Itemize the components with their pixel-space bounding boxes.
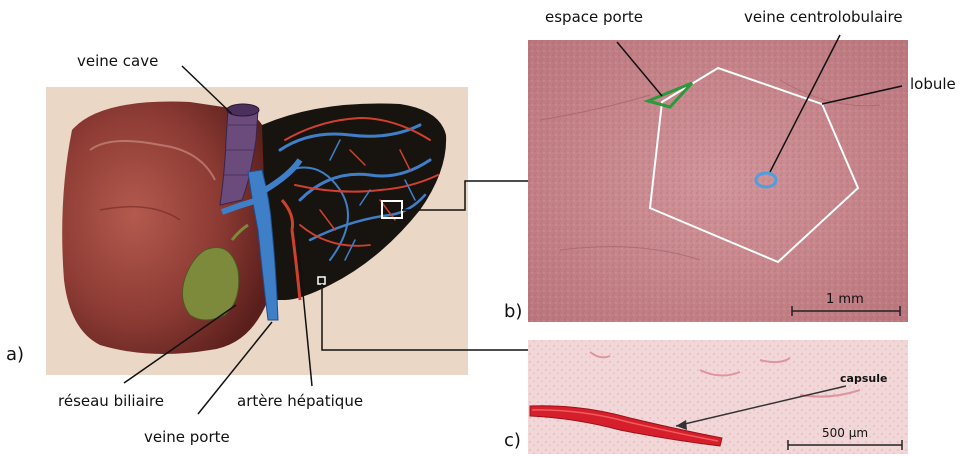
- panel-label-c: c): [504, 430, 521, 451]
- scale-bar-b-label: 1 mm: [826, 292, 864, 307]
- label-artere-hepatique: artère hépatique: [237, 392, 363, 410]
- label-reseau-biliaire: réseau biliaire: [58, 392, 164, 410]
- scale-bar-c-label: 500 µm: [822, 426, 868, 440]
- panel-label-a: a): [6, 344, 24, 365]
- panel-label-b: b): [504, 301, 522, 322]
- label-lobule: lobule: [910, 75, 956, 93]
- label-veine-cave: veine cave: [77, 52, 158, 70]
- liver-panel: [46, 87, 468, 375]
- histology-panel-b: [528, 40, 908, 322]
- label-veine-porte: veine porte: [144, 428, 230, 446]
- capsule-label: capsule: [840, 372, 887, 385]
- label-veine-centrolobulaire: veine centrolobulaire: [744, 8, 903, 26]
- label-espace-porte: espace porte: [545, 8, 643, 26]
